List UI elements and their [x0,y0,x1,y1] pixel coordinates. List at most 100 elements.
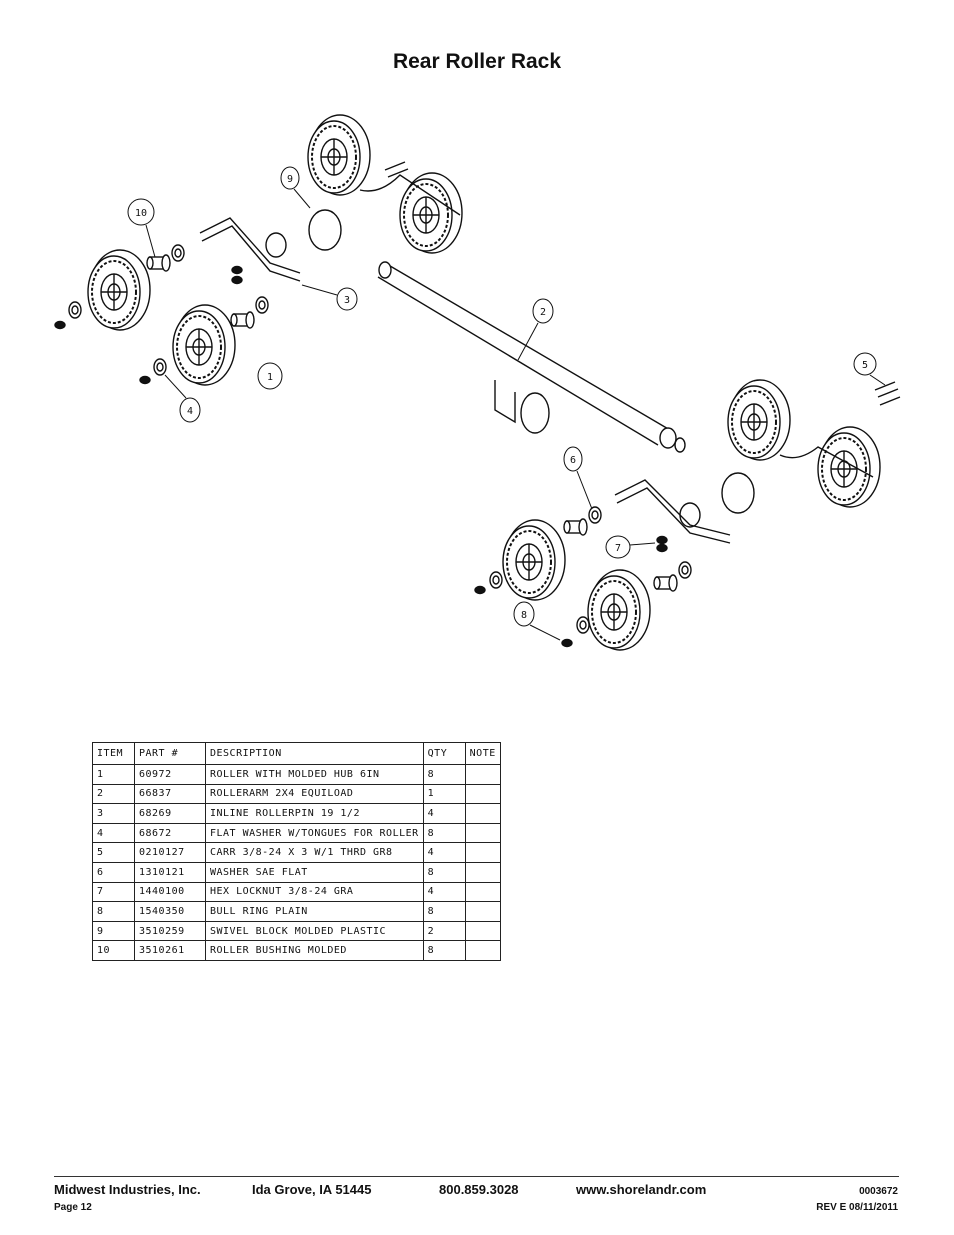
svg-text:9: 9 [287,174,293,185]
part-cell: 1440100 [134,881,206,903]
callout-5: 5 [853,352,886,386]
part-cell: 3510259 [134,920,206,942]
svg-text:5: 5 [862,360,868,371]
column-header-note: NOTE [464,742,501,765]
description-cell: BULL RING PLAIN [205,901,424,922]
note-cell [464,822,501,844]
description-cell: INLINE ROLLERPIN 19 1/2 [205,803,424,824]
description-cell: ROLLER BUSHING MOLDED [205,940,424,961]
part-cell: 1540350 [134,901,206,922]
callout-4: 4 [164,374,201,423]
note-cell [464,803,501,824]
lower-roller-assembly [474,479,731,651]
callout-10: 10 [127,198,156,258]
exploded-parts-diagram: 9 10 3 2 1 4 5 6 7 8 [54,114,901,651]
item-cell: 2 [92,783,135,805]
upper-right-roller-assembly [307,114,463,254]
callout-7: 7 [605,535,656,559]
svg-text:6: 6 [570,455,576,466]
note-cell [464,861,501,883]
footer-city: Ida Grove, IA 51445 [252,1182,372,1197]
svg-text:7: 7 [615,543,621,554]
qty-cell: 4 [422,881,466,903]
part-cell: 60972 [134,764,206,785]
footer-divider [54,1176,899,1177]
right-roller-assembly [721,379,901,514]
upper-left-roller-assembly [54,217,301,386]
description-cell: ROLLER WITH MOLDED HUB 6IN [205,764,424,785]
note-cell [464,783,501,805]
qty-cell: 8 [422,764,466,785]
callout-3: 3 [301,284,358,311]
qty-cell: 8 [422,940,466,961]
note-cell [464,842,501,863]
footer-revision: REV E 08/11/2011 [816,1202,898,1213]
item-cell: 8 [92,901,135,922]
svg-text:10: 10 [135,208,147,219]
item-cell: 7 [92,881,135,903]
note-cell [464,901,501,922]
part-cell: 1310121 [134,861,206,883]
qty-cell: 1 [422,783,466,805]
item-cell: 4 [92,822,135,844]
svg-text:1: 1 [267,372,273,383]
description-cell: ROLLERARM 2X4 EQUILOAD [205,783,424,805]
description-cell: WASHER SAE FLAT [205,861,424,883]
item-cell: 5 [92,842,135,863]
qty-cell: 2 [422,920,466,942]
item-cell: 1 [92,764,135,785]
item-cell: 6 [92,861,135,883]
svg-text:8: 8 [521,610,527,621]
description-cell: SWIVEL BLOCK MOLDED PLASTIC [205,920,424,942]
description-cell: HEX LOCKNUT 3/8-24 GRA [205,881,424,903]
note-cell [464,940,501,961]
qty-cell: 8 [422,822,466,844]
part-cell: 3510261 [134,940,206,961]
footer-doc-number: 0003672 [859,1186,898,1197]
description-cell: FLAT WASHER W/TONGUES FOR ROLLER [205,822,424,844]
svg-text:4: 4 [187,406,193,417]
qty-cell: 8 [422,901,466,922]
note-cell [464,920,501,942]
qty-cell: 4 [422,842,466,863]
item-cell: 10 [92,940,135,961]
footer-page-number: Page 12 [54,1202,92,1213]
part-cell: 68672 [134,822,206,844]
note-cell [464,764,501,785]
column-header-item: ITEM [92,742,135,765]
part-cell: 0210127 [134,842,206,863]
svg-text:3: 3 [344,295,350,306]
column-header-qty: QTY [422,742,466,765]
footer-company: Midwest Industries, Inc. [54,1182,201,1197]
footer-website: www.shorelandr.com [576,1182,707,1197]
svg-text:2: 2 [540,307,546,318]
qty-cell: 4 [422,803,466,824]
item-cell: 3 [92,803,135,824]
part-cell: 68269 [134,803,206,824]
part-cell: 66837 [134,783,206,805]
note-cell [464,881,501,903]
axle-tube [377,261,686,453]
column-header-description: DESCRIPTION [205,742,424,765]
callout-1: 1 [257,362,283,390]
footer-phone: 800.859.3028 [439,1182,519,1197]
table-header-row: ITEM PART # DESCRIPTION QTY NOTE [92,742,501,765]
callout-9: 9 [280,166,311,209]
qty-cell: 8 [422,861,466,883]
callout-8: 8 [513,601,561,641]
page-title: Rear Roller Rack [392,50,562,73]
item-cell: 9 [92,920,135,942]
callout-2: 2 [517,298,554,361]
column-header-part: PART # [134,742,206,765]
